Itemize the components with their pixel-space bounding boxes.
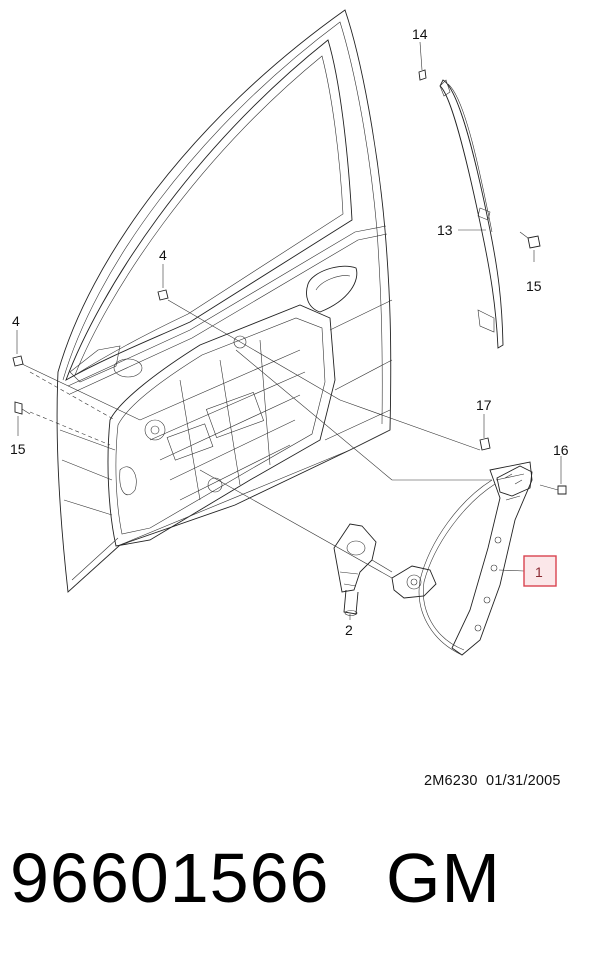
callout-14: 14 [412,26,428,42]
leader-lines [16,41,562,620]
callout-2: 2 [345,622,353,638]
window-regulator [391,461,533,656]
callout-15-right: 15 [526,278,542,294]
part-number: 96601566 [10,839,330,917]
callout-15-left: 15 [10,441,26,457]
callout-4-left: 4 [12,313,20,329]
callout-17: 17 [476,397,492,413]
callout-16: 16 [553,442,569,458]
regulator-motor [333,523,393,616]
callout-labels: 14 13 15 4 4 15 17 16 2 1 [10,26,569,638]
glass-run-channel [439,79,504,349]
callout-1: 1 [535,564,543,580]
exploded-parts-diagram: 14 13 15 4 4 15 17 16 2 1 [10,9,569,656]
brand-name: GM [386,839,501,917]
callout-4-upper: 4 [159,247,167,263]
door-panel [29,9,393,593]
fasteners [12,69,567,495]
callout-1-highlight [523,555,557,587]
drawing-code-and-date: 2M6230 01/31/2005 [424,773,561,789]
callout-13: 13 [437,222,453,238]
